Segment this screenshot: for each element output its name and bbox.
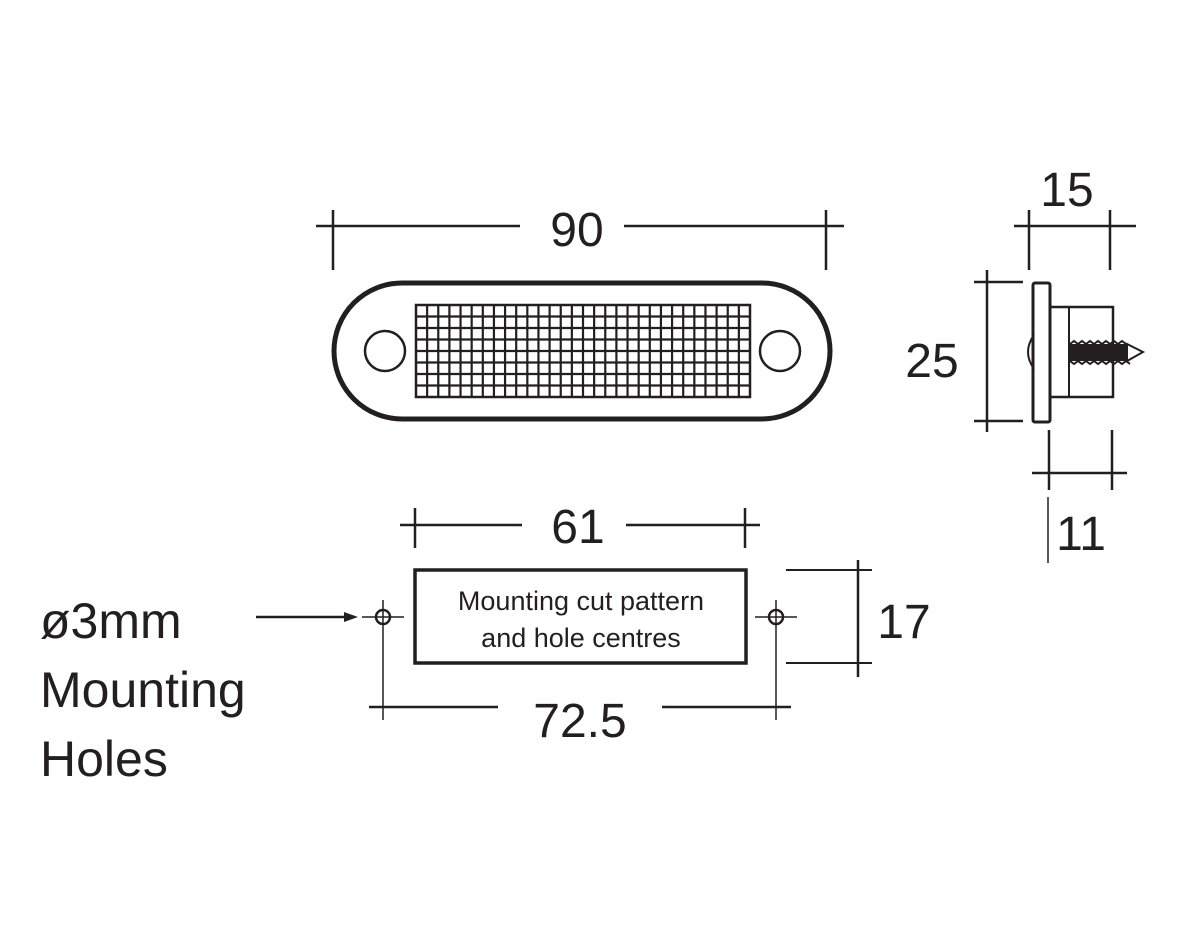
hole-label-line1: ø3mm <box>40 593 182 649</box>
hole-label: ø3mm Mounting Holes <box>40 593 246 787</box>
cutout-note-line1: Mounting cut pattern <box>458 586 704 616</box>
side-view: 15 25 11 <box>905 164 1146 563</box>
dim-90-label: 90 <box>550 204 603 257</box>
flange <box>1031 281 1052 424</box>
dim-61-label: 61 <box>551 501 604 554</box>
screw-shank <box>1069 344 1129 361</box>
hole-label-line3: Holes <box>40 731 168 787</box>
screw-tip <box>1126 342 1146 363</box>
cutout-rectangle <box>413 568 748 665</box>
dim-15-label: 15 <box>1040 164 1093 217</box>
dim-11-label: 11 <box>1056 508 1106 561</box>
front-view: 90 <box>316 204 844 422</box>
mounting-hole-right <box>758 329 802 373</box>
mounting-hole-left <box>363 329 407 373</box>
cutout-pattern: 61 Mounting cut pattern and hole centres… <box>256 501 931 748</box>
dim-25-label: 25 <box>905 335 958 388</box>
hole-label-line2: Mounting <box>40 662 246 718</box>
lamp-body-outline <box>331 280 833 422</box>
cutout-note-line2: and hole centres <box>481 623 681 653</box>
lens-grid <box>414 303 752 399</box>
dim-17-label: 17 <box>877 596 930 649</box>
screw-thread <box>1069 339 1131 366</box>
leader-arrow-head <box>344 612 358 622</box>
dim-72-5-label: 72.5 <box>533 695 626 748</box>
